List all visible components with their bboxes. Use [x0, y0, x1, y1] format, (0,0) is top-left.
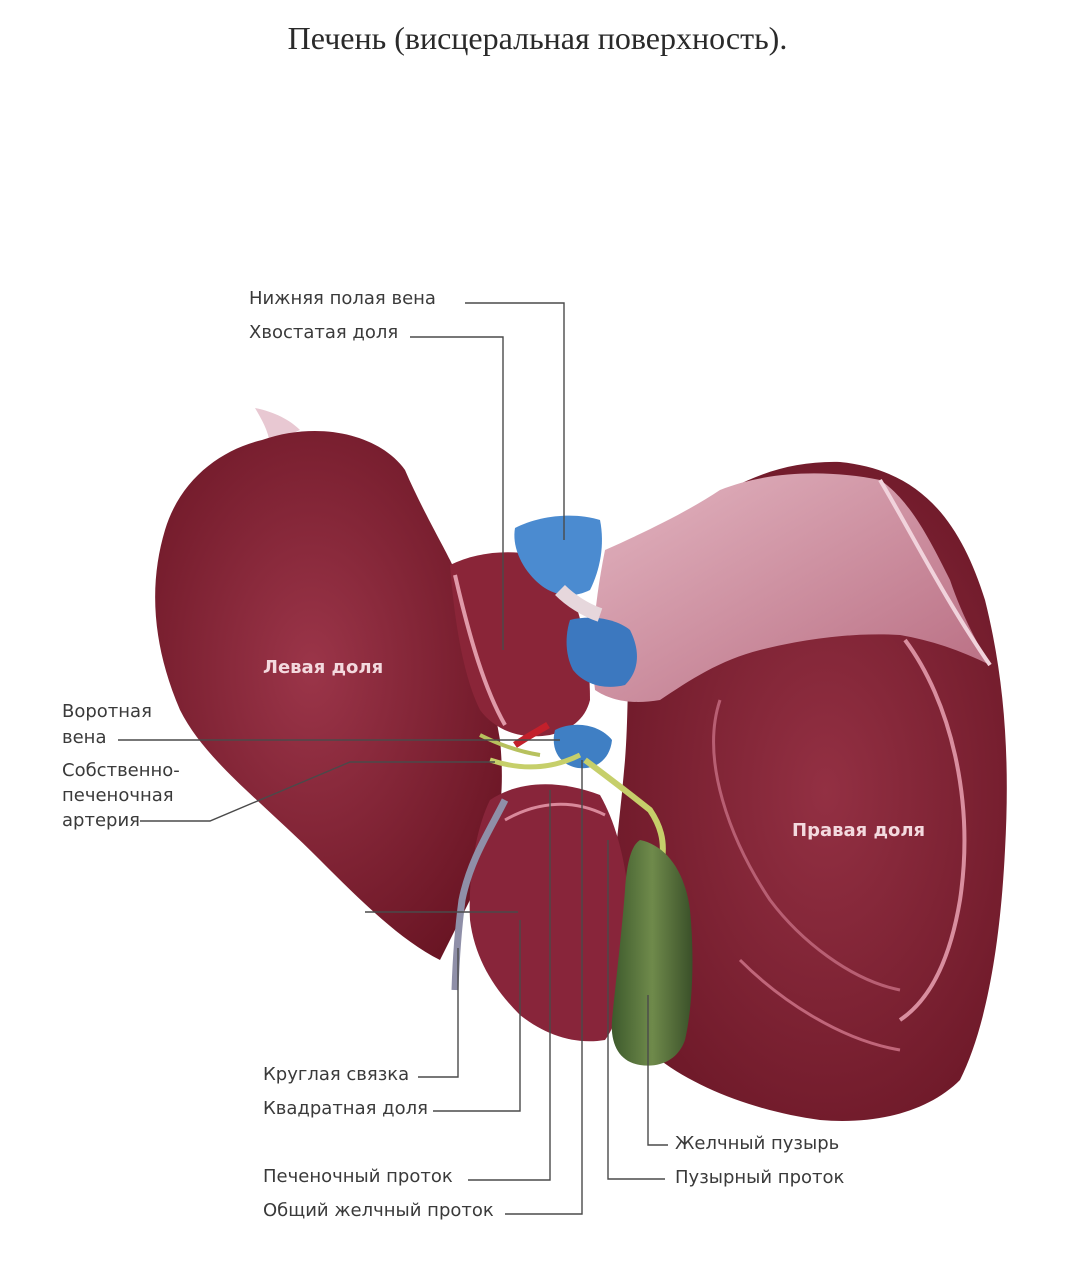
leader-hepatic-artery: [140, 761, 495, 822]
round-ligament-shape: [451, 798, 509, 991]
label-round-ligament: Круглая связка: [263, 1064, 410, 1085]
label-cystic-duct: Пузырный проток: [675, 1167, 845, 1188]
label-portal-vein-1: Воротная: [62, 701, 152, 722]
leader-ivc: [465, 302, 565, 540]
portal-vein-shape: [553, 724, 612, 769]
leader-cystic-duct: [607, 840, 665, 1180]
label-gallbladder: Желчный пузырь: [675, 1133, 840, 1154]
label-left-lobe: Левая доля: [263, 657, 384, 678]
leader-hepatic-duct: [468, 790, 551, 1181]
vena-cava-upper-shape: [514, 515, 602, 596]
leader-round-ligament: [418, 948, 459, 1078]
vena-cava-lower-shape: [566, 617, 637, 687]
label-quadrate: Квадратная доля: [263, 1098, 428, 1119]
label-right-lobe: Правая доля: [792, 820, 926, 841]
label-hepatic-artery-1: Собственно-: [62, 760, 180, 781]
label-portal-vein-2: вена: [62, 727, 107, 748]
hepatic-artery-shape: [513, 722, 550, 748]
caudate-lobe-shape: [450, 552, 590, 737]
leader-caudate: [410, 336, 504, 650]
leader-common-bile-duct: [505, 760, 583, 1215]
label-hepatic-artery-2: печеночная: [62, 785, 174, 806]
label-hepatic-duct: Печеночный проток: [263, 1166, 453, 1187]
left-lobe-shape: [155, 431, 502, 960]
label-hepatic-artery-3: артерия: [62, 810, 140, 831]
bare-area-shape: [593, 473, 990, 702]
leader-gallbladder: [647, 995, 668, 1146]
page-title: Печень (висцеральная поверхность).: [287, 20, 788, 56]
label-common-bile-duct: Общий желчный проток: [263, 1200, 494, 1221]
label-caudate: Хвостатая доля: [249, 322, 399, 343]
label-ivc: Нижняя полая вена: [249, 288, 436, 309]
leader-quadrate: [433, 920, 521, 1112]
gallbladder-shape: [611, 840, 693, 1066]
